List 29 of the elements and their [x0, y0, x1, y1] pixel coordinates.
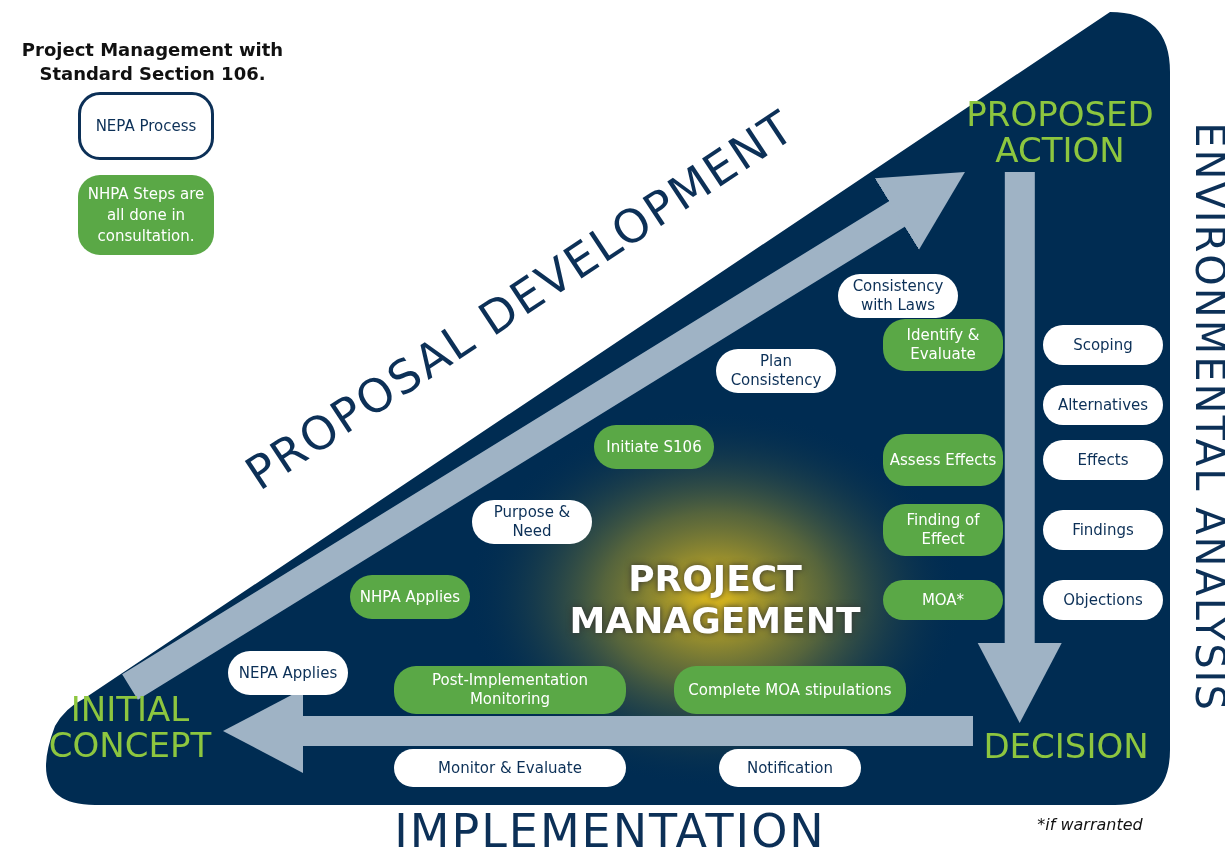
step-pill: Identify & Evaluate	[883, 319, 1003, 371]
step-pill: Initiate S106	[594, 425, 714, 469]
step-pill: Post-Implementation Monitoring	[394, 666, 626, 714]
step-pill: MOA*	[883, 580, 1003, 620]
step-pill: Complete MOA stipulations	[674, 666, 906, 714]
step-pill: Finding of Effect	[883, 504, 1003, 556]
flow-arrow	[977, 172, 1062, 723]
stage-label: DECISION	[973, 723, 1159, 769]
center-title: PROJECT MANAGEMENT	[568, 558, 862, 642]
stage-label: INITIAL CONCEPT	[37, 687, 223, 767]
process-pill: Objections	[1043, 580, 1163, 620]
process-pill: Purpose & Need	[472, 500, 592, 544]
process-pill: Effects	[1043, 440, 1163, 480]
process-pill: Monitor & Evaluate	[394, 749, 626, 787]
heading: Project Management with Standard Section 106.	[20, 38, 285, 86]
legend-pill: NHPA Steps are all done in consultation.	[78, 175, 214, 255]
process-pill: Plan Consistency	[716, 349, 836, 393]
process-pill: Findings	[1043, 510, 1163, 550]
stage-label: PROPOSED ACTION	[952, 92, 1168, 172]
process-pill: Notification	[719, 749, 861, 787]
legend-pill: NEPA Process	[78, 92, 214, 160]
process-pill: Consistency with Laws	[838, 274, 958, 318]
process-pill: Scoping	[1043, 325, 1163, 365]
process-pill: NEPA Applies	[228, 651, 348, 695]
step-pill: Assess Effects	[883, 434, 1003, 486]
step-pill: NHPA Applies	[350, 575, 470, 619]
side-label: IMPLEMENTATION	[393, 806, 827, 855]
process-pill: Alternatives	[1043, 385, 1163, 425]
footnote: *if warranted	[1036, 815, 1144, 835]
